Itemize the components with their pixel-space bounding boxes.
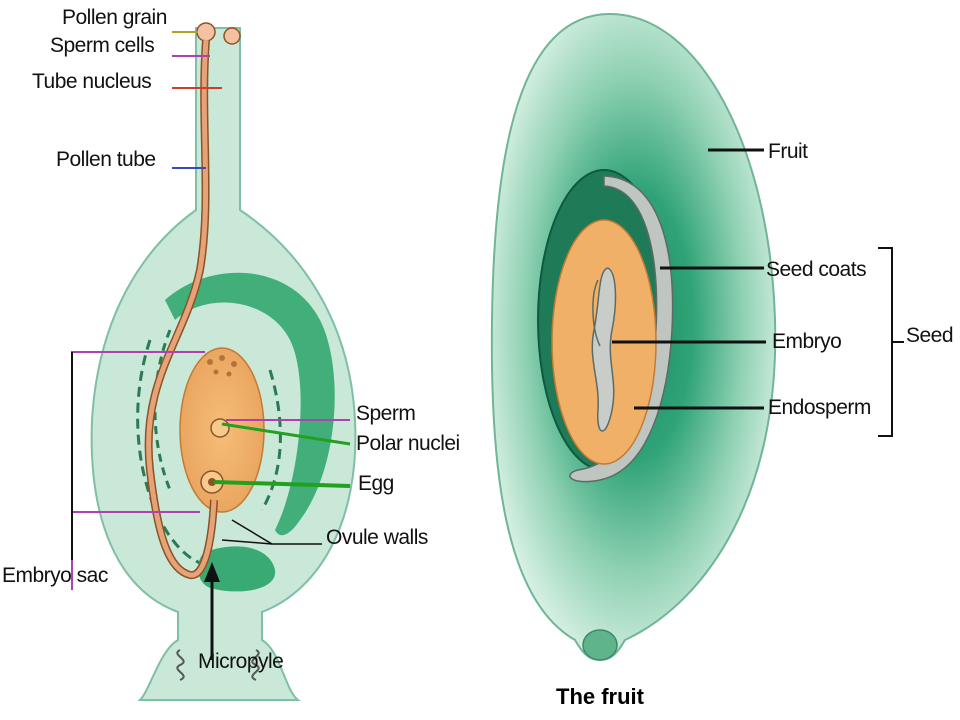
label-embryo-sac: Embryo sac (2, 564, 108, 587)
label-pollen-tube: Pollen tube (56, 148, 156, 171)
pollen-grain-shape-2 (223, 27, 241, 45)
leader-polar-nuclei (221, 422, 351, 446)
label-sperm-cells: Sperm cells (50, 34, 154, 57)
fruit-stalk (582, 629, 618, 661)
pollen-tube-shape-inner (146, 39, 217, 578)
label-sperm: Sperm (356, 402, 415, 425)
embryo-cotyledon (592, 279, 601, 347)
label-seed: Seed (906, 324, 953, 347)
label-fruit: Fruit (768, 140, 808, 163)
label-tube-nucleus: Tube nucleus (32, 70, 151, 93)
ovule-wall-inner-2 (260, 369, 282, 511)
antipodal-cells (207, 355, 237, 377)
label-micropyle: Micropyle (198, 650, 283, 673)
label-egg: Egg (358, 472, 394, 495)
label-seed-coats: Seed coats (766, 258, 866, 281)
polar-nucleus (210, 418, 230, 438)
ovule-wall-inner-3 (153, 329, 172, 491)
label-embryo: Embryo (772, 330, 841, 353)
micropyle-arrow-head (204, 562, 220, 582)
funiculus-coil-right (251, 649, 260, 681)
leader-ovule-walls-2 (221, 539, 273, 545)
pollen-grain-shape (196, 22, 216, 42)
label-polar-nuclei: Polar nuclei (356, 432, 460, 455)
label-pollen-grain: Pollen grain (62, 6, 167, 29)
label-endosperm: Endosperm (768, 396, 871, 419)
fruit-title: The fruit (556, 684, 645, 709)
seed-bracket (878, 247, 893, 437)
fruit-diagram: Fruit Seed coats Embryo Endosperm Seed T… (490, 12, 954, 709)
ovule-diagram: Pollen grain Sperm cells Tube nucleus Po… (2, 6, 460, 701)
ovule-wall-outer (165, 272, 335, 536)
leader-egg (213, 480, 351, 488)
label-ovule-walls: Ovule walls (326, 526, 428, 549)
funiculus-coil-left (176, 649, 185, 681)
embryo-shape (591, 267, 617, 432)
